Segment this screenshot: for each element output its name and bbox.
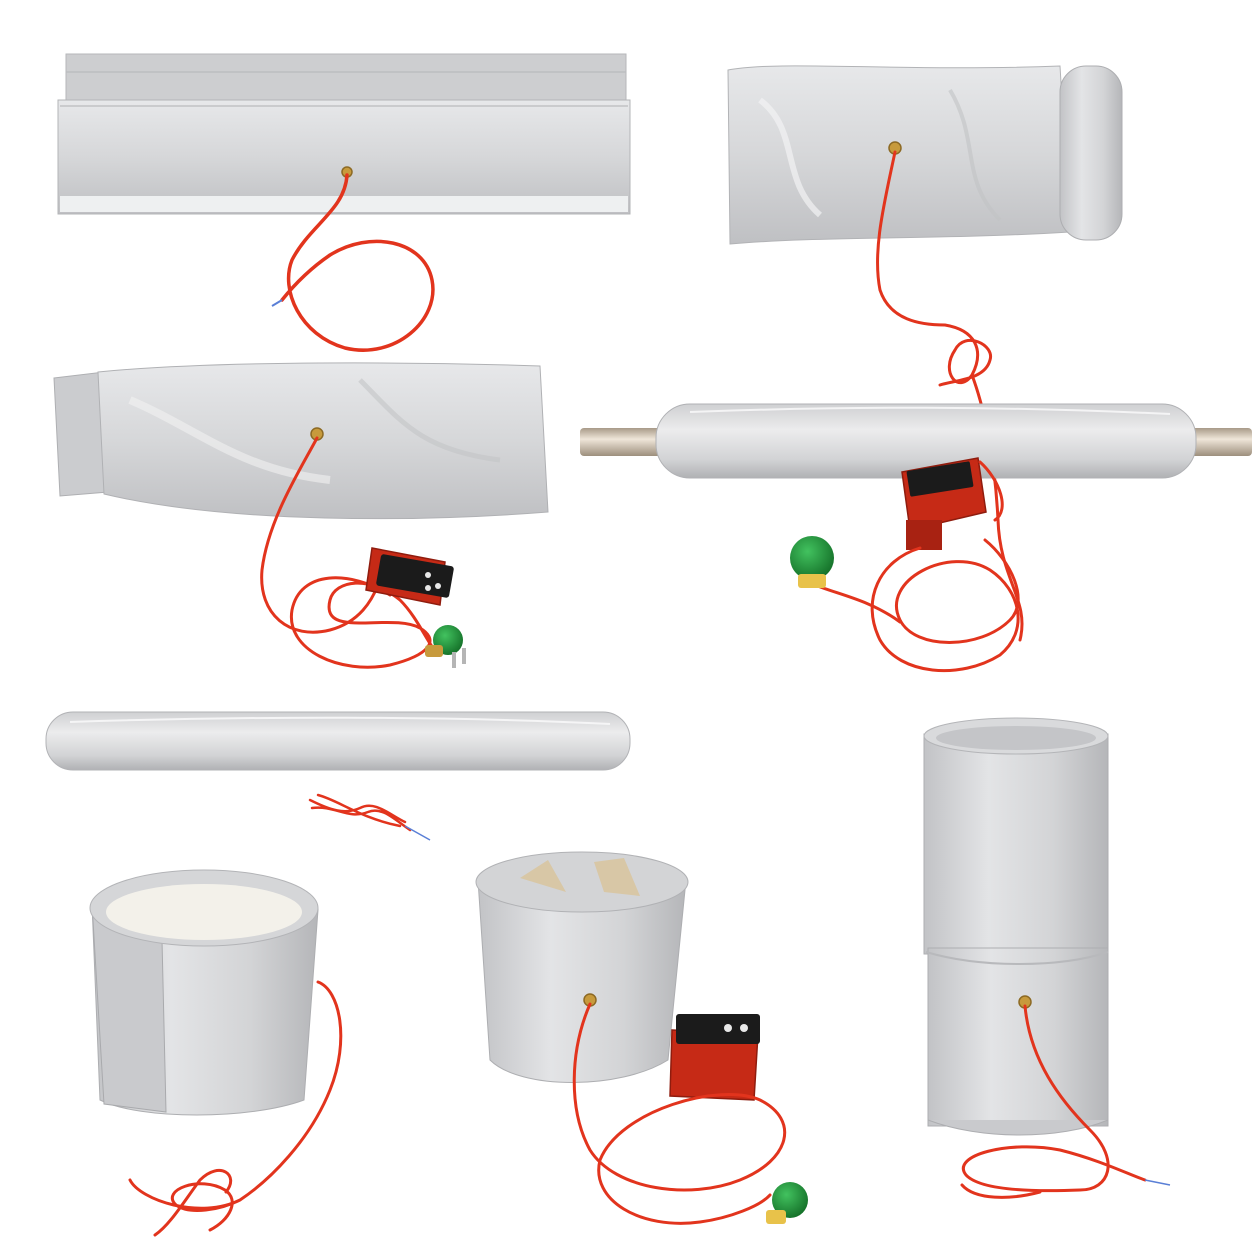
tube-jacket-body — [45, 711, 631, 771]
jacket-rim — [475, 851, 689, 913]
white-liner — [106, 884, 302, 940]
jacket-lower-section — [927, 947, 1109, 1127]
plug-pin — [462, 648, 466, 664]
jacket-upper-section — [923, 733, 1109, 955]
controller-button — [435, 583, 441, 589]
fabric-wrinkle — [758, 97, 823, 218]
flat-jacket-rolled-end — [727, 65, 1123, 642]
plug-pin — [452, 652, 456, 668]
tan-liner-fold — [520, 860, 566, 892]
jacket-roll — [1059, 65, 1123, 241]
fabric-wrinkle — [948, 88, 1002, 222]
tan-liner-fold — [594, 858, 640, 896]
jacket-body — [57, 99, 631, 215]
controller-button — [724, 1024, 732, 1032]
drum-jacket-with-controller — [475, 851, 808, 1225]
heating-cable — [128, 980, 343, 1237]
jacket-body — [97, 362, 549, 520]
controller-display — [376, 554, 454, 598]
heating-cable — [280, 173, 435, 352]
temperature-controller — [365, 547, 454, 606]
drum-jacket-open-liner — [89, 869, 343, 1237]
jacket-hem-strip — [60, 196, 628, 212]
sensor-wire-tip — [271, 299, 283, 307]
heating-cable — [572, 1002, 787, 1225]
pipe-jacket-with-controller — [580, 403, 1252, 673]
heating-cable — [260, 436, 380, 634]
controller-button — [425, 572, 431, 578]
temperature-controller — [669, 1014, 760, 1101]
tall-cylinder-jacket — [923, 717, 1171, 1199]
controller-button — [740, 1024, 748, 1032]
jacket-opening — [936, 726, 1096, 750]
fabric-wrinkle — [128, 396, 331, 484]
sensor-wire-tip — [1144, 1179, 1171, 1186]
controller-display — [676, 1014, 760, 1044]
sleeve-jacket-with-controller — [53, 362, 549, 669]
controller-button — [425, 585, 431, 591]
seam-line — [69, 716, 611, 725]
jacket-flap — [65, 53, 627, 107]
temperature-controller — [901, 457, 987, 550]
heating-cable — [960, 1004, 1147, 1199]
controller-base — [906, 520, 942, 550]
fabric-wrinkle — [358, 378, 501, 463]
tube-jacket-with-loose-lead — [45, 711, 631, 841]
power-plug — [790, 536, 834, 588]
seam-line — [689, 406, 1171, 415]
flat-jacket-wide — [57, 53, 631, 352]
power-cord — [813, 583, 902, 624]
jacket-bottom-curve — [927, 1119, 1109, 1136]
controller-display — [906, 461, 974, 497]
jacket-body — [727, 65, 1071, 245]
power-cord-coil — [870, 460, 1020, 673]
power-plug — [766, 1182, 808, 1224]
sensor-wire-tip — [404, 825, 431, 841]
power-plug — [425, 625, 466, 668]
sensor-lead — [308, 793, 412, 832]
seam-line — [925, 951, 1109, 965]
